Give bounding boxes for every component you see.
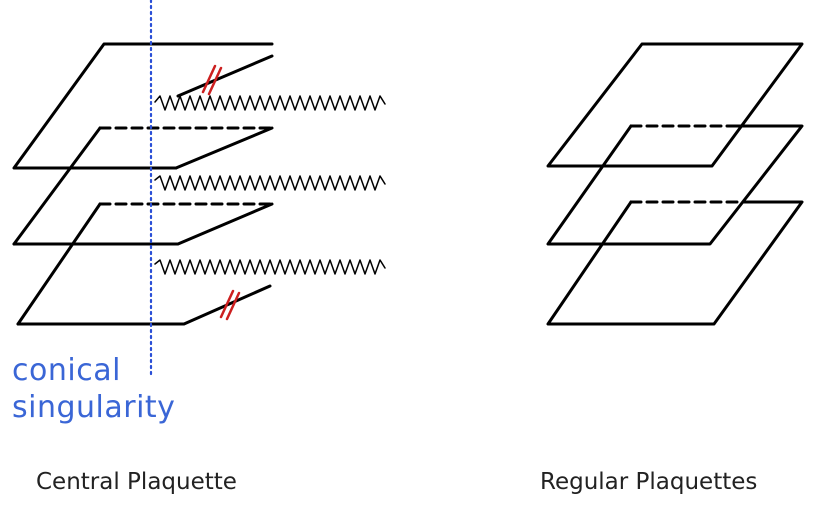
branch-cut-1 — [154, 95, 386, 111]
central-plaquette-sheet-2 — [12, 126, 274, 246]
cut-marks — [201, 64, 241, 321]
axis-label-line1: conical — [12, 353, 121, 388]
regular-plaquette-2 — [546, 124, 804, 246]
branch-cut-3 — [154, 259, 386, 275]
cut-mark-bottom — [219, 289, 241, 321]
branch-cuts — [154, 95, 386, 275]
central-plaquette-sheet-1 — [12, 42, 274, 170]
axis-label-line2: singularity — [12, 390, 176, 425]
regular-plaquette-1 — [546, 42, 804, 168]
branch-cut-2 — [154, 175, 386, 191]
caption-regular-plaquettes: Regular Plaquettes — [540, 469, 758, 495]
caption-central-plaquette: Central Plaquette — [36, 469, 237, 495]
regular-plaquette-3 — [546, 200, 804, 326]
cut-mark-top — [201, 64, 223, 96]
central-plaquette-sheet-3 — [16, 202, 274, 326]
